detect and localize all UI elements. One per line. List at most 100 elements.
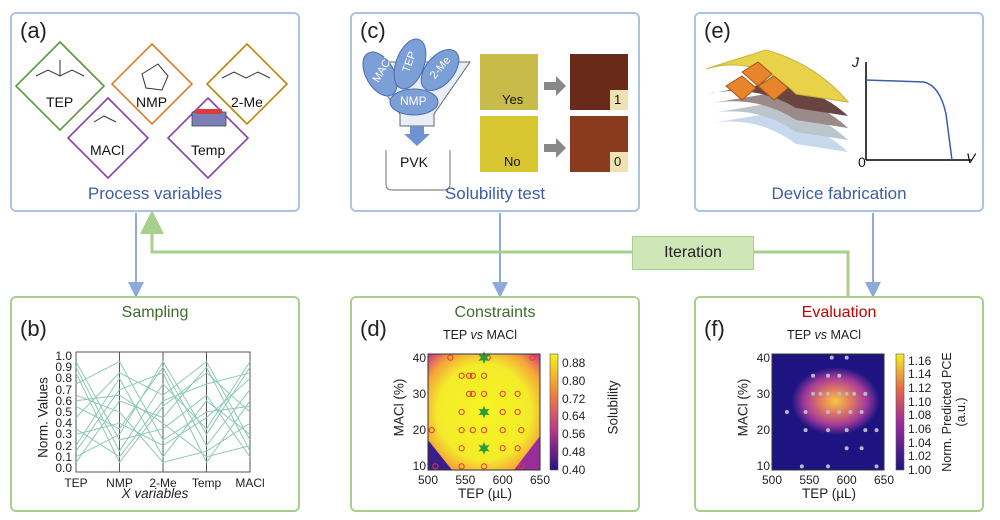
sample-point-1 [826, 373, 830, 378]
cbtick-1.04: 1.04 [908, 435, 932, 450]
sample-circle-21 [514, 445, 521, 452]
series-line-10 [75, 378, 251, 447]
series-line-3 [75, 366, 251, 463]
sample-point-20 [874, 428, 879, 433]
sample-circle-24 [518, 463, 525, 470]
panel-d-title: Constraints [454, 304, 536, 321]
var-2me: 2-Me [231, 94, 263, 110]
ytick: 0.4 [55, 416, 72, 431]
ytick-40: 40 [412, 350, 426, 365]
sample-point-23 [799, 464, 804, 469]
sample-point-18 [826, 428, 830, 433]
sample-circle-20 [499, 445, 506, 452]
ytick: 0.7 [55, 382, 72, 397]
var-tep: TEP [46, 94, 74, 110]
iteration-label: Iteration [632, 236, 754, 270]
yes-value: 1 [614, 92, 622, 107]
selected-star-2 [478, 441, 490, 455]
no-value: 0 [614, 154, 622, 169]
sample-circle-1 [465, 372, 473, 379]
xtick-2-Me: 2-Me [149, 476, 177, 490]
sample-point-7 [844, 391, 849, 396]
cbtick-0.64: 0.64 [562, 409, 586, 424]
panel-b-xlabel: X variables [121, 486, 189, 501]
panel-e: (e) J V 0 Device fabrication [694, 12, 984, 212]
panel-f-title: Evaluation [801, 304, 877, 321]
panel-f: (f) Evaluation TEP vs MACl MACl (%) TEP … [694, 296, 984, 512]
plot-frame [427, 353, 541, 471]
nmp-diamond [110, 42, 194, 126]
sample-circle-27 [447, 354, 454, 361]
panel-d-subtitle: TEP vs MACl [442, 328, 518, 342]
sample-circle-13 [518, 427, 525, 434]
funnel-nmp: NMP [400, 94, 427, 108]
jv-curve [865, 79, 953, 161]
series-line-7 [75, 372, 251, 464]
v-axis-label: V [966, 150, 976, 166]
ytick: 0.0 [55, 461, 72, 475]
sample-circle-26 [432, 463, 439, 470]
sample-point-17 [863, 428, 868, 433]
panel-b-label: (b) [20, 316, 47, 341]
cbtick-0.88: 0.88 [562, 355, 586, 370]
selected-star-1 [478, 405, 490, 419]
tep-diamond [14, 40, 106, 132]
series-line-5 [75, 372, 251, 458]
yes-label: Yes [502, 92, 524, 107]
sample-point-19 [803, 428, 808, 433]
panel-b-title: Sampling [121, 304, 189, 321]
ytick-30: 30 [412, 386, 426, 401]
parallel-coordinates-plot [75, 351, 251, 473]
sample-circle-25 [428, 427, 435, 434]
ytick-10: 10 [412, 459, 426, 474]
sample-circle-16 [480, 427, 488, 434]
sample-point-14 [859, 410, 864, 414]
sample-circle-0 [458, 372, 465, 379]
ytick-30: 30 [756, 386, 770, 401]
sample-point-27 [844, 355, 849, 360]
beaker-pvk: PVK [400, 154, 429, 170]
sample-circle-23 [480, 463, 488, 470]
panel-f-xlabel: TEP (µL) [801, 486, 857, 501]
optimum-region [791, 367, 880, 436]
sample-point-6 [837, 391, 842, 396]
ytick-10: 10 [756, 459, 770, 474]
sample-circle-11 [499, 408, 506, 416]
origin-label: 0 [858, 154, 866, 170]
sample-circle-18 [458, 445, 465, 452]
2me-diamond [205, 42, 289, 126]
ytick: 0.3 [55, 427, 72, 442]
sample-circle-2 [469, 372, 476, 379]
plot-frame [771, 353, 885, 471]
series-line-9 [75, 360, 251, 441]
ytick-20: 20 [412, 423, 426, 438]
sample-circle-15 [469, 427, 476, 434]
xtick-TEP: TEP [64, 476, 88, 490]
cbtick-1.00: 1.00 [908, 463, 932, 477]
cbtick-0.48: 0.48 [562, 445, 586, 460]
colorbar [895, 353, 905, 471]
iteration-loop-line [140, 210, 850, 296]
xtick-550: 550 [455, 473, 476, 487]
ytick: 0.5 [55, 405, 72, 419]
sample-point-0 [811, 373, 816, 378]
sample-point-10 [803, 410, 808, 414]
selected-star-0 [478, 351, 490, 365]
sample-point-22 [859, 446, 864, 451]
temp-diamond [166, 96, 250, 180]
j-axis-label: J [852, 54, 859, 70]
solubility-heatmap [427, 351, 559, 471]
cbtick-1.02: 1.02 [908, 449, 932, 464]
cbtick-0.72: 0.72 [562, 391, 586, 406]
ytick: 1.0 [55, 349, 72, 363]
cbtick-0.56: 0.56 [562, 427, 586, 442]
series-line-12 [75, 360, 251, 458]
ytick: 0.9 [55, 360, 72, 375]
ytick-40: 40 [756, 350, 770, 365]
sample-point-26 [829, 355, 834, 360]
panel-c: (c) MACl TEP 2-Me NMP PVK Yes No 1 0 Sol… [350, 12, 640, 212]
panel-d-xlabel: TEP (µL) [457, 486, 513, 501]
series-line-4 [75, 360, 251, 441]
